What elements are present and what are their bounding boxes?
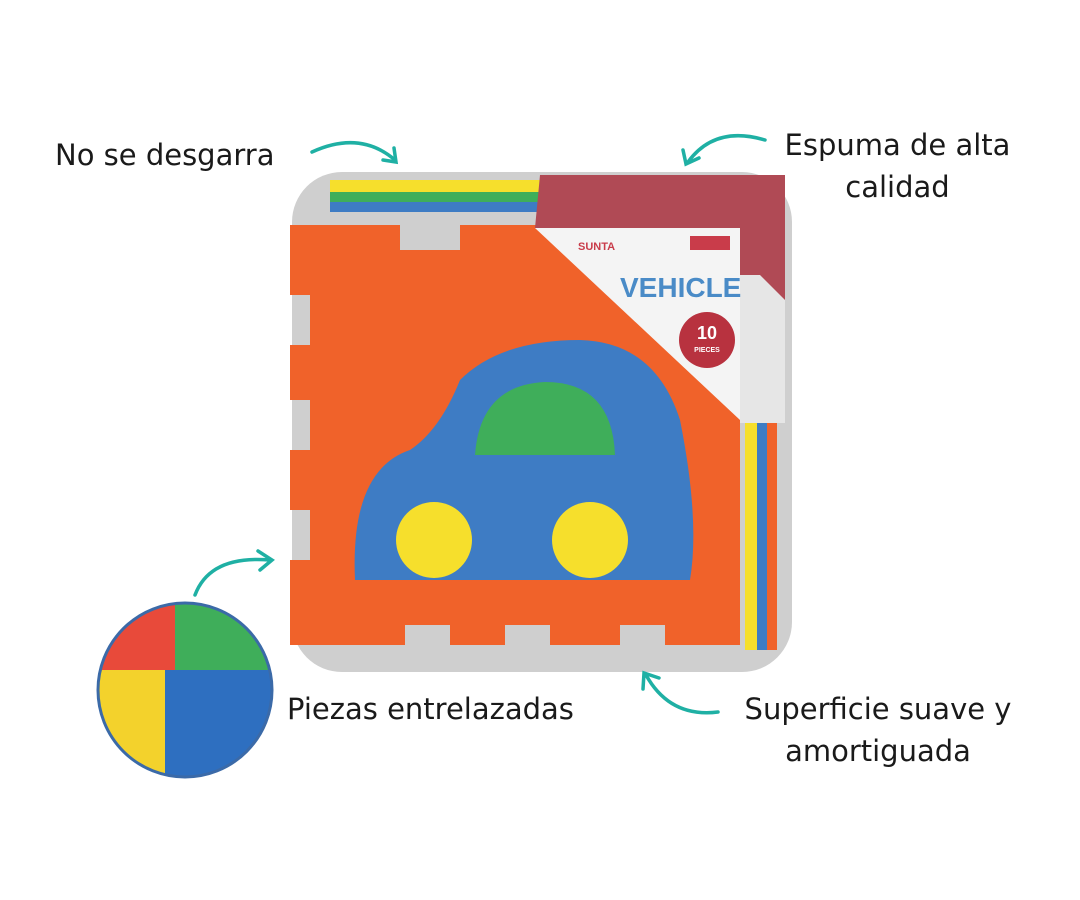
stacked-mat-edges: [330, 180, 777, 650]
annotation-surface: Superficie suave y amortiguada: [728, 688, 1028, 772]
car-window: [475, 382, 615, 455]
pieces-count: 10: [697, 323, 717, 343]
arrow-icon: [193, 133, 767, 715]
pieces-label: PIECES: [694, 347, 720, 354]
package-label: [535, 228, 740, 420]
car-wheel: [552, 502, 628, 578]
annotation-foam-quality: Espuma de alta calidad: [765, 124, 1030, 208]
annotation-line: Espuma de alta: [784, 128, 1011, 162]
car-wheel: [396, 502, 472, 578]
car-shape: [354, 340, 694, 580]
annotation-line: amortiguada: [785, 734, 971, 768]
package-title: VEHICLE: [620, 272, 741, 303]
pieces-badge: [679, 312, 735, 368]
package-top-band: [535, 175, 785, 300]
interlocking-detail-photo: [98, 603, 272, 777]
annotation-line: Superficie suave y: [744, 692, 1012, 726]
annotation-interlocking: Piezas entrelazadas: [287, 692, 574, 726]
annotation-tear-resistant: No se desgarra: [55, 138, 275, 172]
annotation-line: calidad: [845, 170, 950, 204]
package-brand: SUNTA: [578, 241, 615, 253]
